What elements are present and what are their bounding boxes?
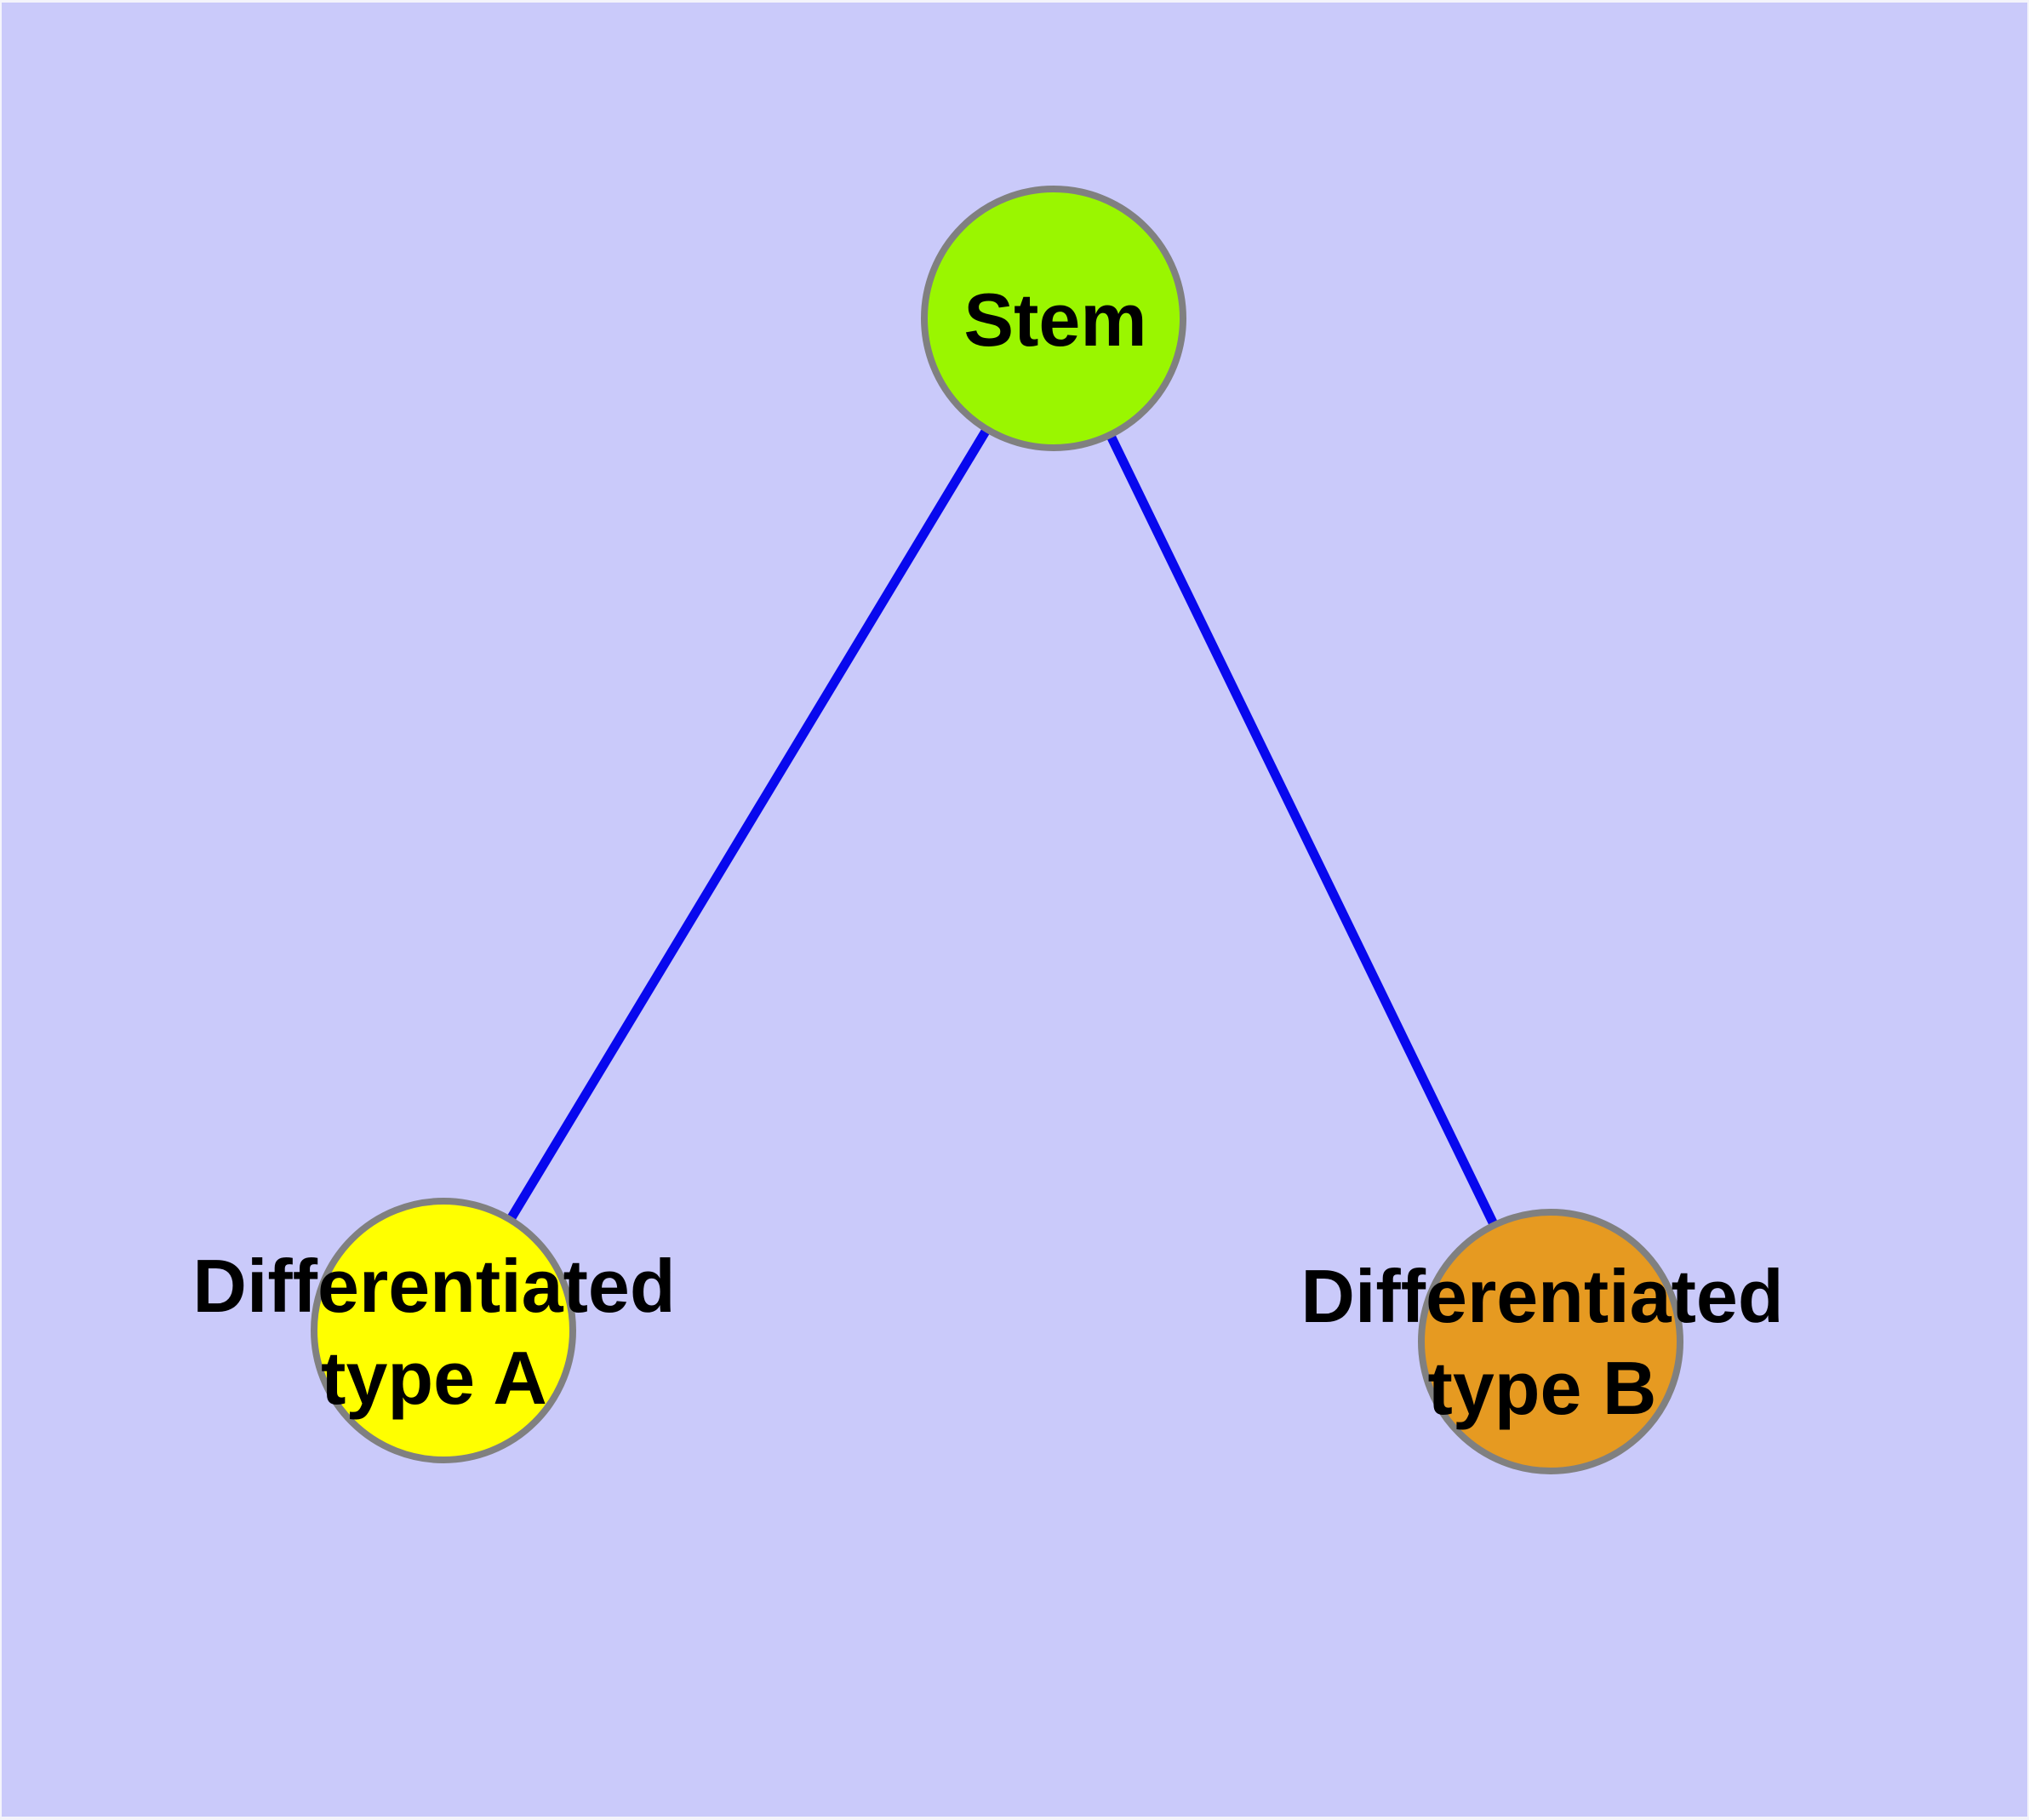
- edge-stem-to-type-b: [1049, 316, 1555, 1344]
- node-stem-circle: [921, 186, 1186, 451]
- node-type-b-label-line2: type B: [1427, 1346, 1657, 1430]
- node-type-a-label-line1: Differentiated: [192, 1244, 676, 1328]
- node-type-a-label-line2: type A: [321, 1336, 547, 1420]
- edge-stem-to-type-a: [439, 316, 1058, 1333]
- node-type-b-circle: [1418, 1209, 1683, 1474]
- node-type-b-label: Differentiated type B: [1300, 1251, 1783, 1434]
- node-type-b-label-line1: Differentiated: [1300, 1254, 1784, 1338]
- node-type-a-label: Differentiated type A: [192, 1240, 675, 1424]
- node-stem-label: Stem: [963, 274, 1146, 366]
- node-stem-label-line1: Stem: [963, 278, 1147, 362]
- node-type-a-circle: [311, 1198, 576, 1463]
